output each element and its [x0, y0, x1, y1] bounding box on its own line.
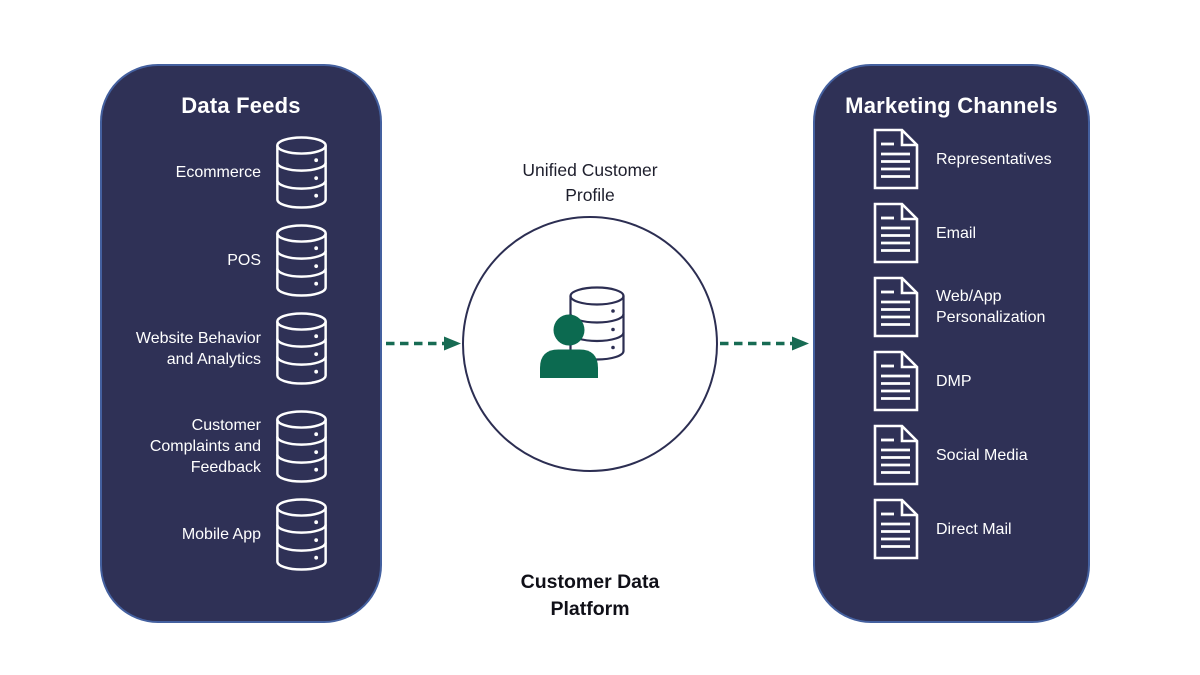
marketing-channel-label: Social Media — [936, 446, 1028, 464]
marketing-channels-title: Marketing Channels — [845, 93, 1058, 118]
unified-profile-circle — [462, 216, 718, 472]
data-feeds-panel: Data Feeds Ecommerce — [100, 64, 382, 623]
marketing-channels-panel: Marketing Channels — [813, 64, 1090, 623]
marketing-channel-label: Email — [936, 224, 977, 242]
data-feed-label: Customer Complaints and Feedback — [149, 417, 261, 476]
marketing-channel-item: DMP — [873, 350, 1080, 412]
document-icon — [873, 202, 919, 264]
document-icon — [873, 128, 919, 190]
data-feed-label: Website Behavior and Analytics — [135, 329, 261, 368]
marketing-channel-item: Direct Mail — [873, 498, 1080, 560]
data-feed-item: Website Behavior and Analytics — [116, 311, 328, 386]
database-icon — [275, 409, 328, 484]
data-feed-item: Mobile App — [116, 497, 328, 572]
person-database-icon — [540, 286, 625, 378]
marketing-channel-label: Direct Mail — [936, 520, 1012, 538]
marketing-channels-list: Representatives — [873, 128, 1080, 560]
marketing-channel-item: Web/App Personalization — [873, 276, 1080, 338]
database-icon — [275, 223, 328, 298]
data-feed-item: Customer Complaints and Feedback — [116, 409, 328, 484]
data-feed-label: Ecommerce — [175, 164, 261, 181]
marketing-channel-item: Email — [873, 202, 1080, 264]
marketing-channel-label: Web/App Personalization — [936, 288, 1046, 326]
document-icon — [873, 498, 919, 560]
data-feeds-title: Data Feeds — [181, 93, 301, 118]
data-feed-item: POS — [116, 223, 328, 298]
marketing-channel-label: Representatives — [936, 150, 1052, 168]
marketing-channel-item: Representatives — [873, 128, 1080, 190]
document-icon — [873, 424, 919, 486]
left-flow-arrow-icon — [386, 336, 461, 351]
data-feed-label: POS — [227, 252, 261, 269]
database-icon — [275, 311, 328, 386]
database-icon — [275, 497, 328, 572]
marketing-channel-label: DMP — [936, 372, 972, 390]
data-feed-item: Ecommerce — [116, 135, 328, 210]
database-icon — [275, 135, 328, 210]
data-feed-label: Mobile App — [181, 526, 261, 543]
document-icon — [873, 350, 919, 412]
document-icon — [873, 276, 919, 338]
person-icon — [540, 314, 598, 378]
right-flow-arrow-icon — [720, 336, 809, 351]
data-feeds-list: Ecommerce — [116, 135, 328, 572]
customer-data-platform-label: Customer Data Platform — [520, 571, 660, 620]
marketing-channel-item: Social Media — [873, 424, 1080, 486]
unified-customer-profile-label: Unified Customer Profile — [522, 160, 658, 205]
